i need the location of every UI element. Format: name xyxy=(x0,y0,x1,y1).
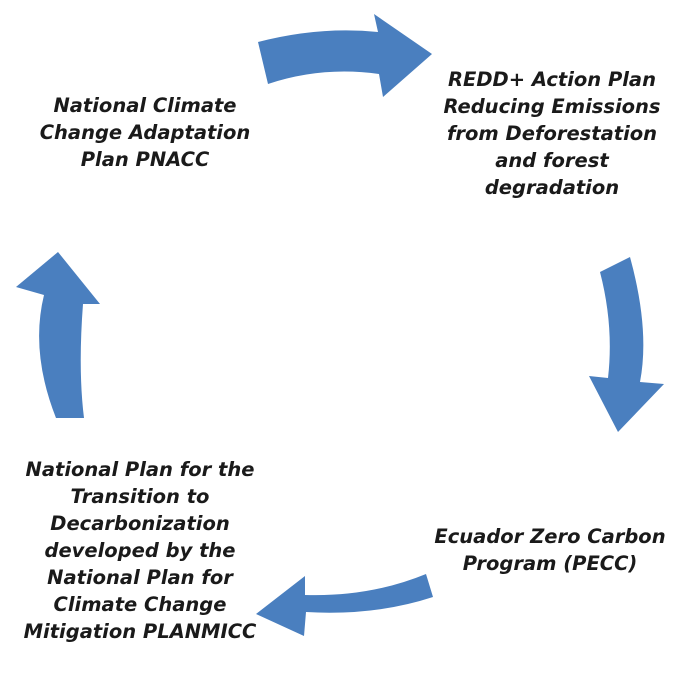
node-label-line: Ecuador Zero Carbon xyxy=(434,525,666,548)
node-label-line: Reducing Emissions xyxy=(443,95,661,118)
node-label-line: Plan PNACC xyxy=(80,148,210,171)
node-label-line: National Climate xyxy=(53,94,237,117)
node-label-line: Program (PECC) xyxy=(462,552,638,575)
arrow-left-icon xyxy=(256,574,433,636)
node-planmicc: National Plan for the Transition to Deca… xyxy=(5,456,275,645)
node-redd: REDD+ Action Plan Reducing Emissions fro… xyxy=(428,66,676,201)
node-pecc: Ecuador Zero Carbon Program (PECC) xyxy=(430,523,670,577)
arrow-right-icon xyxy=(258,14,432,97)
node-label-line: Mitigation PLANMICC xyxy=(23,620,257,643)
node-label-line: Climate Change xyxy=(53,593,227,616)
arrow-down-icon xyxy=(589,257,664,432)
node-label-line: REDD+ Action Plan xyxy=(448,68,656,91)
node-label-line: degradation xyxy=(484,176,620,199)
node-label-line: and forest xyxy=(495,149,609,172)
node-label-line: Decarbonization xyxy=(50,512,230,535)
node-label-line: National Plan for the xyxy=(25,458,255,481)
arrow-up-icon xyxy=(16,252,100,418)
node-label-line: from Deforestation xyxy=(446,122,658,145)
node-label-line: Transition to xyxy=(70,485,210,508)
node-label-line: Change Adaptation xyxy=(39,121,251,144)
node-label-line: developed by the xyxy=(44,539,236,562)
node-label-line: National Plan for xyxy=(47,566,233,589)
node-pnacc: National Climate Change Adaptation Plan … xyxy=(30,92,260,173)
